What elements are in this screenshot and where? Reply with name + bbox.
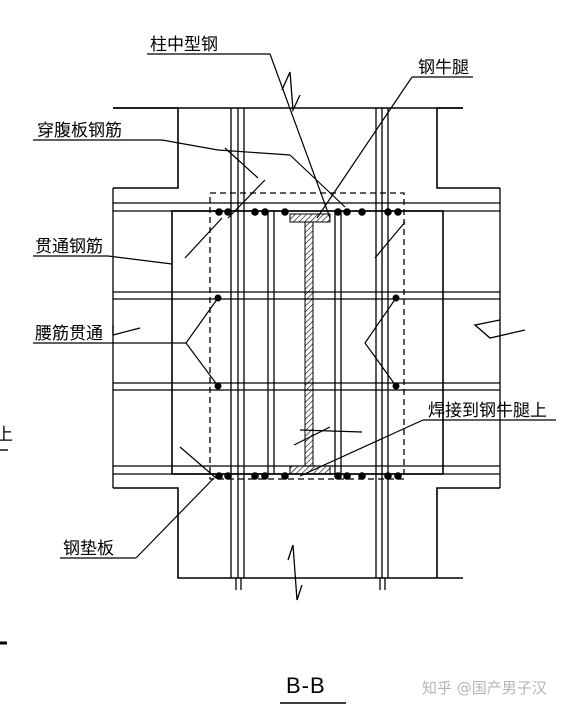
label-waist-rebar: 腰筋贯通 xyxy=(35,324,103,344)
diagonal-ties xyxy=(179,147,406,479)
top-rebar-dots xyxy=(215,208,402,216)
label-steel-pad: 钢垫板 xyxy=(63,539,114,559)
vertical-rebars xyxy=(230,108,389,590)
break-symbols xyxy=(112,71,526,601)
label-steel-column: 柱中型钢 xyxy=(150,35,218,55)
bottom-rebar-dots xyxy=(215,472,402,480)
edge-marks xyxy=(0,449,8,645)
label-through-rebar: 贯通钢筋 xyxy=(35,237,103,257)
label-edge-fragment: 上 xyxy=(0,425,13,445)
lower-column-outline xyxy=(113,487,500,579)
label-weld-to-corbel: 焊接到钢牛腿上 xyxy=(428,401,547,421)
watermark: 知乎 @国产男子汉 xyxy=(422,679,547,697)
top-flange xyxy=(289,213,331,223)
label-web-rebar: 穿腹板钢筋 xyxy=(37,121,122,141)
steel-web xyxy=(304,221,314,467)
section-title: B-B xyxy=(286,673,326,698)
label-steel-corbel: 钢牛腿 xyxy=(418,58,469,78)
steel-section xyxy=(289,213,331,475)
leader-lines xyxy=(33,53,556,559)
bottom-flange xyxy=(289,465,331,475)
upper-column-outline xyxy=(113,107,500,189)
waist-rebars xyxy=(185,294,400,390)
